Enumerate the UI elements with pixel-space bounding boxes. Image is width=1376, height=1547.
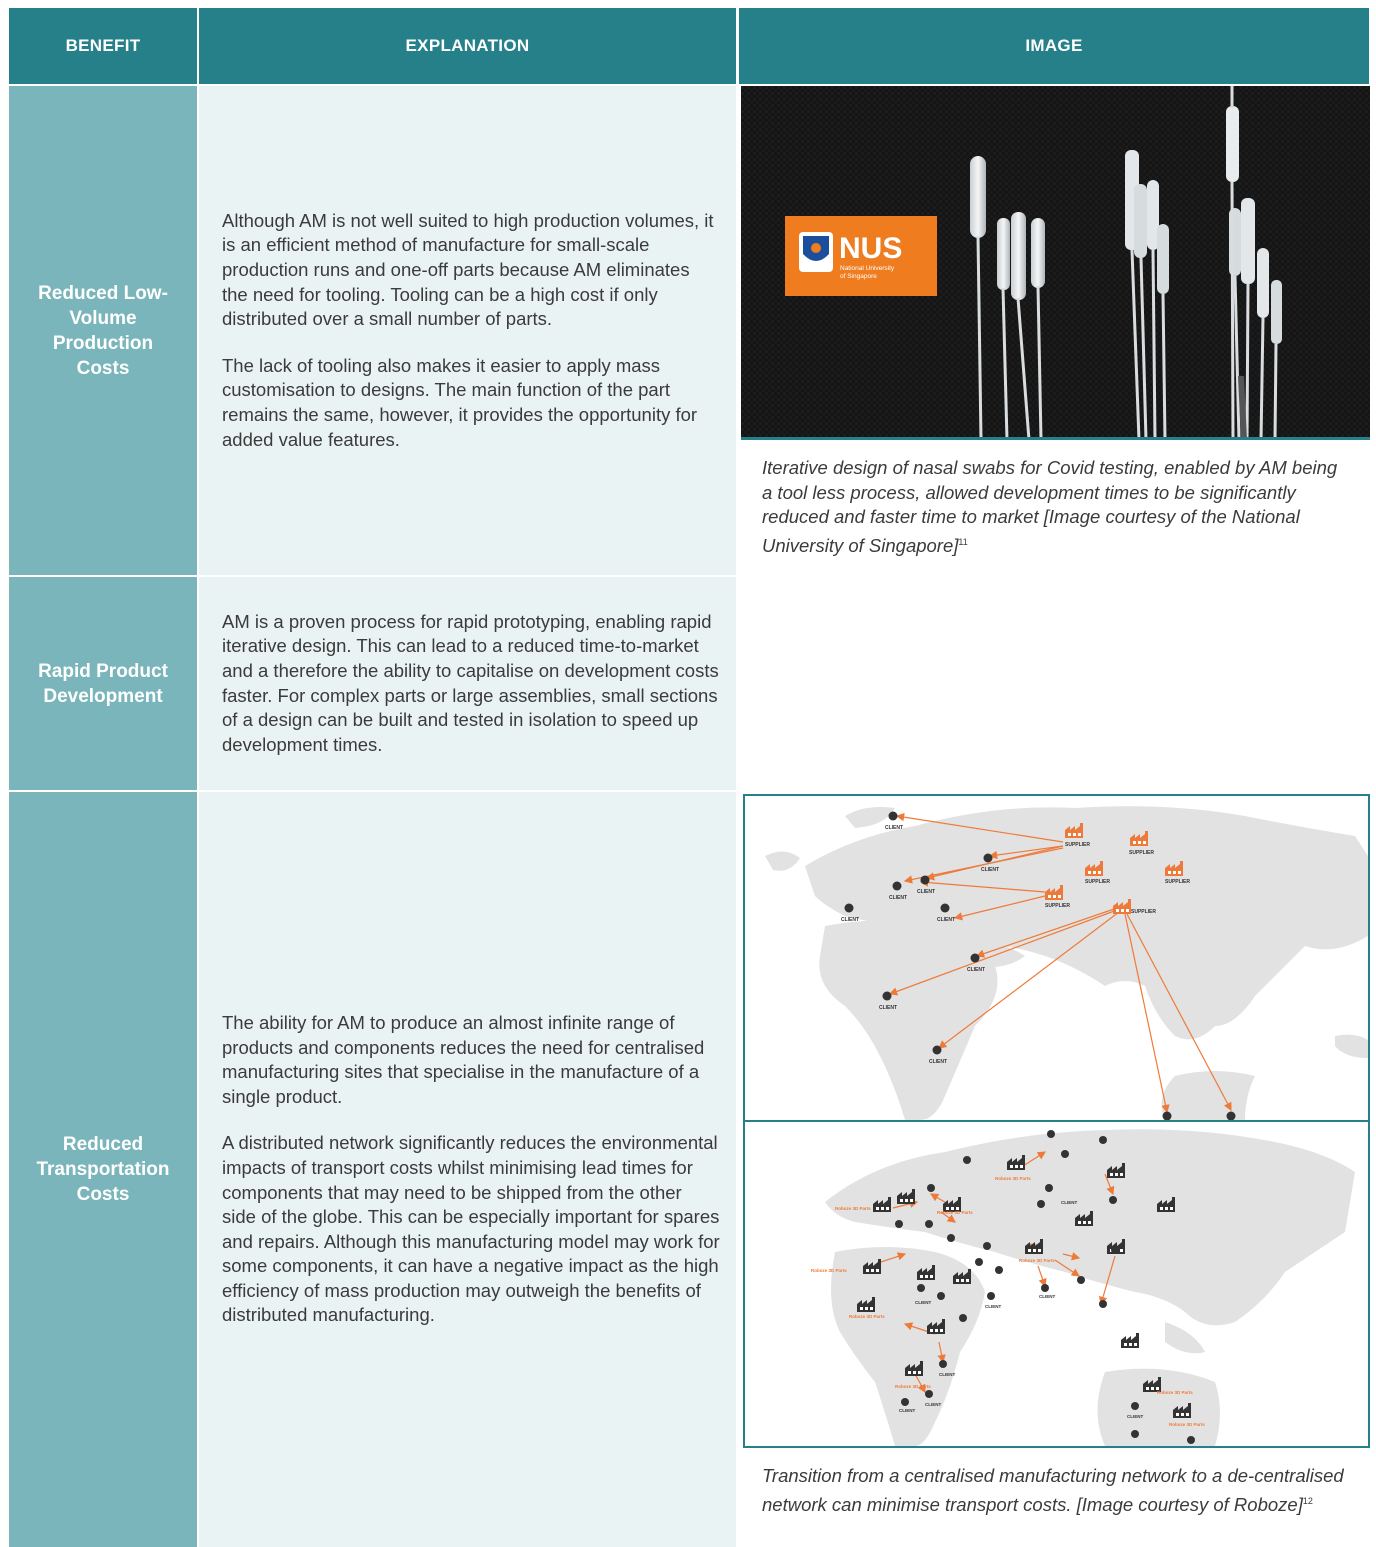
svg-text:Roboze 3D Parts: Roboze 3D Parts: [937, 1210, 973, 1215]
svg-text:CLIENT: CLIENT: [1039, 1294, 1056, 1299]
svg-text:CLIENT: CLIENT: [885, 825, 903, 831]
explanation-cell-rapid-development: AM is a proven process for rapid prototy…: [199, 577, 736, 790]
explanation-paragraph: The lack of tooling also makes it easier…: [222, 354, 698, 450]
swab-group-plain: [970, 156, 1045, 437]
svg-text:Roboze 3D Parts: Roboze 3D Parts: [849, 1314, 885, 1319]
header-image-label: IMAGE: [1025, 36, 1083, 55]
benefit-label: Reduced Transportation Costs: [36, 1134, 170, 1205]
header-explanation-label: EXPLANATION: [405, 36, 530, 55]
roboze-site-labels: Roboze 3D Parts Roboze 3D Parts Roboze 3…: [811, 1176, 1205, 1427]
explanation-cell-transportation: The ability for AM to produce an almost …: [199, 792, 736, 1547]
svg-text:CLIENT: CLIENT: [937, 917, 955, 923]
supplier-labels: SUPPLIER SUPPLIER SUPPLIER SUPPLIER SUPP…: [1045, 842, 1190, 915]
supply-arrows: [888, 812, 1232, 1114]
world-landmass: [765, 806, 1368, 1120]
map-centralised: SUPPLIER SUPPLIER SUPPLIER SUPPLIER SUPP…: [743, 794, 1370, 1122]
client-markers: [895, 1130, 1195, 1444]
benefit-label: Reduced Low-Volume Production Costs: [38, 282, 168, 379]
svg-text:CLIENT: CLIENT: [981, 867, 999, 873]
svg-text:CLIENT: CLIENT: [1127, 1414, 1144, 1419]
client-labels: CLIENT CLIENT CLIENT CLIENT CLIENT CLIEN…: [899, 1200, 1144, 1419]
svg-text:CLIENT: CLIENT: [879, 1005, 897, 1011]
svg-text:CLIENT: CLIENT: [899, 1408, 916, 1413]
svg-text:SUPPLIER: SUPPLIER: [1065, 842, 1090, 848]
map-decentralised: Roboze 3D Parts Roboze 3D Parts Roboze 3…: [743, 1122, 1370, 1448]
logo-text: NUS: [839, 232, 902, 265]
svg-text:Roboze 3D Parts: Roboze 3D Parts: [811, 1268, 847, 1273]
svg-text:CLIENT: CLIENT: [967, 967, 985, 973]
local-arrows: [880, 1151, 1116, 1394]
explanation-paragraph: Although AM is not well suited to high p…: [222, 209, 714, 330]
nasal-swab-photo: NUS National University of Singapore: [741, 86, 1370, 440]
svg-text:SUPPLIER: SUPPLIER: [1165, 879, 1190, 885]
benefit-cell-transportation: Reduced Transportation Costs: [9, 792, 197, 1547]
svg-text:Roboze 3D Parts: Roboze 3D Parts: [995, 1176, 1031, 1181]
svg-text:Roboze 3D Parts: Roboze 3D Parts: [835, 1206, 871, 1211]
client-markers: [844, 811, 1236, 1120]
benefit-label: Rapid Product Development: [38, 660, 168, 707]
explanation-paragraph: A distributed network significantly redu…: [222, 1132, 720, 1326]
logo-subtext-2: of Singapore: [840, 273, 877, 280]
swab-group-lattice: [1125, 86, 1282, 437]
svg-text:CLIENT: CLIENT: [939, 1372, 956, 1377]
svg-text:SUPPLIER: SUPPLIER: [1045, 903, 1070, 909]
svg-text:CLIENT: CLIENT: [917, 889, 935, 895]
caption-text: Iterative design of nasal swabs for Covi…: [762, 457, 1338, 556]
benefit-cell-low-volume: Reduced Low-Volume Production Costs: [9, 86, 197, 575]
svg-text:CLIENT: CLIENT: [925, 1402, 942, 1407]
header-explanation: EXPLANATION: [199, 8, 736, 84]
svg-text:CLIENT: CLIENT: [929, 1059, 947, 1065]
svg-text:CLIENT: CLIENT: [915, 1300, 932, 1305]
header-benefit-label: BENEFIT: [65, 36, 141, 55]
caption-nasal-swab: Iterative design of nasal swabs for Covi…: [762, 456, 1352, 559]
nus-logo: NUS National University of Singapore: [785, 216, 937, 296]
header-benefit: BENEFIT: [9, 8, 197, 84]
svg-text:CLIENT: CLIENT: [1061, 1200, 1078, 1205]
svg-text:Roboze 3D Parts: Roboze 3D Parts: [1169, 1422, 1205, 1427]
svg-text:CLIENT: CLIENT: [841, 917, 859, 923]
explanation-paragraph: AM is a proven process for rapid prototy…: [222, 610, 719, 755]
header-image: IMAGE: [739, 8, 1369, 84]
svg-text:Roboze 3D Parts: Roboze 3D Parts: [1157, 1390, 1193, 1395]
caption-reference: 12: [1302, 1495, 1313, 1506]
world-landmass: [825, 1129, 1355, 1446]
svg-text:SUPPLIER: SUPPLIER: [1131, 909, 1156, 915]
logo-subtext-1: National University: [840, 265, 895, 272]
svg-text:CLIENT: CLIENT: [985, 1304, 1002, 1309]
svg-text:SUPPLIER: SUPPLIER: [1085, 879, 1110, 885]
explanation-paragraph: The ability for AM to produce an almost …: [222, 1011, 705, 1107]
svg-text:Roboze 3D Parts: Roboze 3D Parts: [895, 1384, 931, 1389]
caption-network: Transition from a centralised manufactur…: [762, 1464, 1352, 1517]
explanation-cell-low-volume: Although AM is not well suited to high p…: [199, 86, 736, 575]
svg-text:SUPPLIER: SUPPLIER: [1129, 850, 1154, 856]
svg-text:CLIENT: CLIENT: [889, 895, 907, 901]
client-labels: CLIENT CLIENT CLIENT CLIENT CLIENT CLIEN…: [841, 825, 999, 1065]
caption-text: Transition from a centralised manufactur…: [762, 1465, 1344, 1515]
svg-text:Roboze 3D Parts: Roboze 3D Parts: [1019, 1258, 1055, 1263]
benefit-cell-rapid-development: Rapid Product Development: [9, 577, 197, 790]
caption-reference: 11: [958, 536, 968, 547]
